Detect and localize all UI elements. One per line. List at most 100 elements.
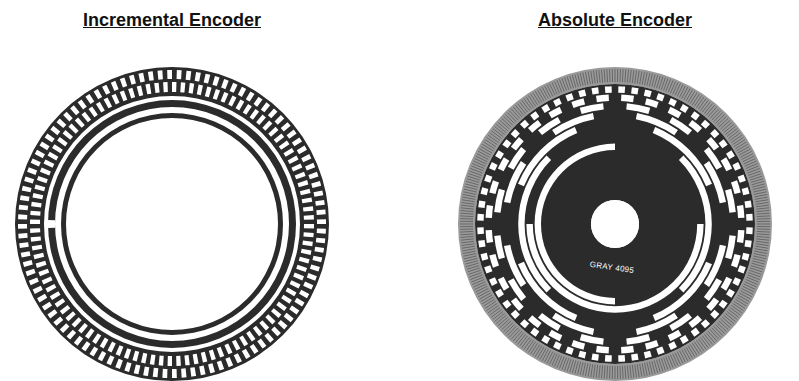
slot (302, 197, 313, 203)
scale-tick (462, 244, 475, 246)
code-segment (538, 313, 561, 331)
scale-tick (460, 213, 473, 215)
slot (307, 273, 317, 281)
slot (261, 102, 270, 112)
scale-tick (690, 93, 697, 104)
slot (271, 327, 281, 337)
code-segment (704, 245, 726, 287)
slot (116, 345, 124, 356)
scale-tick (490, 133, 501, 141)
scale-tick (460, 224, 473, 225)
hub-hole (591, 200, 639, 248)
scale-tick (491, 131, 501, 139)
scale-tick (526, 97, 533, 108)
scale-tick (463, 251, 476, 253)
code-segment (495, 289, 504, 298)
slot (271, 308, 281, 318)
code-segment (484, 265, 492, 273)
scale-tick (673, 354, 678, 366)
code-segment (486, 205, 494, 218)
slot (32, 245, 43, 251)
slot (53, 316, 63, 325)
scale-tick (591, 364, 593, 377)
slot (197, 85, 203, 96)
slot (148, 71, 154, 81)
slot (246, 91, 255, 101)
code-segment (481, 253, 489, 261)
scale-tick (748, 168, 760, 173)
slot (190, 367, 196, 377)
code-segment (498, 157, 509, 171)
slot (288, 156, 299, 164)
code-segment (605, 86, 612, 93)
slot (96, 102, 105, 113)
slot (186, 71, 192, 80)
scale-tick (479, 293, 490, 299)
scale-tick (704, 104, 712, 114)
slot (55, 298, 66, 307)
slot (195, 72, 201, 82)
scale-tick (488, 305, 499, 312)
scale-tick (622, 366, 624, 379)
scale-tick (649, 74, 652, 87)
scale-tick (559, 357, 564, 369)
scale-tick (739, 149, 750, 155)
slot (265, 314, 275, 324)
code-segment (691, 111, 700, 120)
scale-tick (524, 99, 532, 110)
scale-tick (588, 71, 590, 84)
slot (304, 215, 314, 220)
slot (177, 70, 182, 79)
scale-tick (520, 336, 528, 346)
code-segment (553, 341, 562, 350)
code-segment (636, 313, 678, 335)
slot (106, 355, 114, 365)
scale-tick (757, 213, 770, 215)
slot (287, 130, 297, 139)
slot (250, 109, 259, 120)
scale-tick (755, 197, 768, 199)
scale-tick (617, 366, 618, 379)
scale-tick (517, 334, 525, 344)
slot (279, 141, 290, 150)
scale-tick (706, 105, 714, 115)
slot (301, 249, 312, 255)
slot (111, 81, 119, 91)
slot (78, 99, 87, 109)
scale-tick (684, 88, 690, 99)
slot (145, 84, 151, 95)
scale-tick (753, 256, 766, 259)
scale-tick (461, 239, 474, 240)
scale-tick (463, 192, 476, 195)
scale-tick (596, 70, 598, 83)
scale-tick (757, 215, 770, 217)
slot (300, 189, 311, 196)
scale-tick (738, 295, 749, 302)
code-segment (719, 139, 728, 148)
code-segment (520, 120, 529, 129)
scale-tick (557, 80, 562, 92)
scale-tick (481, 147, 492, 154)
scale-tick (547, 85, 553, 97)
code-segment (508, 278, 526, 301)
code-segment (565, 347, 573, 355)
slot (23, 260, 33, 267)
slot (303, 232, 313, 237)
scale-tick (591, 71, 593, 84)
scale-tick (615, 366, 616, 379)
slot (36, 261, 47, 268)
scale-tick (482, 144, 493, 151)
code-segment (553, 98, 562, 107)
slot (31, 202, 42, 208)
code-segment (478, 240, 485, 247)
scale-tick (708, 331, 717, 341)
slot (293, 273, 304, 281)
scale-tick (735, 142, 746, 149)
code-segment (565, 93, 573, 101)
scale-tick (624, 69, 626, 82)
scale-tick (728, 131, 738, 139)
scale-tick (645, 363, 648, 376)
scale-tick (464, 189, 477, 192)
slot (57, 137, 68, 146)
